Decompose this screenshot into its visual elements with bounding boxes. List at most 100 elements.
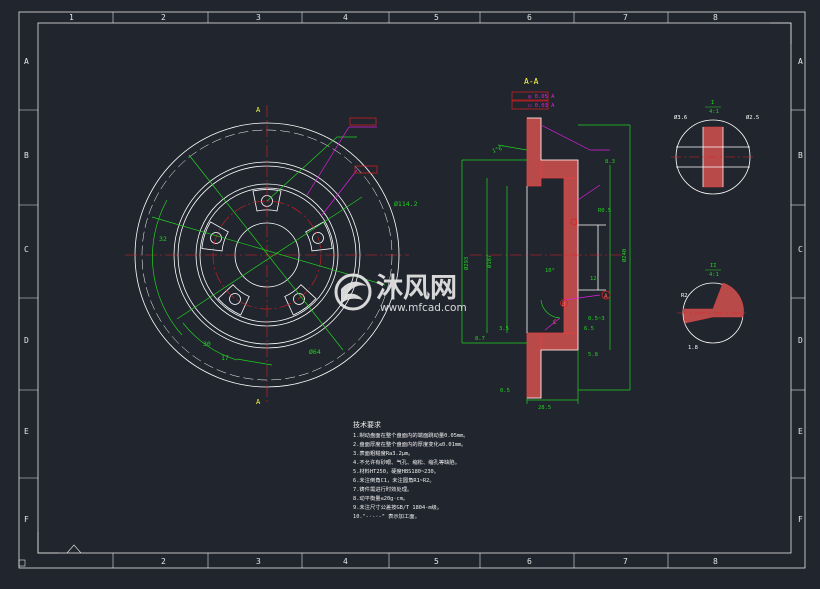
section-ref-letters: A B C — [553, 293, 608, 326]
note-line: 3.表面粗糙度Ra3.2μm。 — [353, 449, 413, 457]
detail-2-label: II — [710, 263, 717, 269]
note-line: 6.未注倒角C1，未注圆角R1~R2。 — [353, 476, 435, 484]
dim-a: 32 — [159, 235, 167, 243]
detail-2-scale: 4:1 — [709, 272, 719, 278]
grid-col-top: 1 — [69, 13, 74, 22]
dim-bottom-width: 28.5 — [538, 405, 551, 411]
dim-r05: R0.5 — [598, 208, 611, 214]
grid-row-left: F — [24, 515, 29, 524]
note-line: 9.未注尺寸公差按GB/T 1804-m级。 — [353, 503, 442, 511]
dim-10deg: 10° — [545, 268, 555, 274]
grid-row-left: E — [24, 427, 29, 436]
note-line: 8.动平衡量≤20g·cm。 — [353, 494, 408, 502]
dim-87: 8.7 — [475, 336, 485, 342]
note-line: 2.盘面厚度在整个盘面内的厚度变化≤0.01mm。 — [353, 440, 466, 448]
grid-row-right: E — [798, 427, 803, 436]
grid-col-top: 8 — [713, 13, 718, 22]
watermark-logo-icon — [334, 273, 372, 311]
grid-col-bottom: 7 — [623, 557, 628, 566]
detail-1-right-dim: Ø2.5 — [746, 114, 759, 121]
dim-35: 3.5 — [499, 326, 509, 332]
grid-col-top: 4 — [343, 13, 348, 22]
section-mark-top: A — [256, 106, 261, 114]
note-line: 1.制动盘面在整个盘面内的端面跳动量0.05mm。 — [353, 431, 469, 439]
front-dim-texts: Ø114.2 32 30 17 Ø64 — [159, 200, 418, 362]
note-line: 4.不允许有砂眼、气孔、缩松、缩孔等缺陷。 — [353, 458, 460, 466]
grid-row-right: F — [798, 515, 803, 524]
runout-2: ▭ 0.03 A — [528, 103, 555, 109]
ref-c: C — [553, 319, 557, 326]
grid-row-left: A — [24, 57, 29, 66]
ref-a: A — [604, 293, 608, 300]
vent-slots — [201, 189, 333, 316]
detail-2-texts: II 4:1 R2 1.8 — [681, 263, 721, 351]
section-leaders — [540, 124, 610, 331]
grid-row-right: C — [798, 245, 803, 254]
detail-1-scale: 4:1 — [709, 109, 719, 115]
grid-row-right: B — [798, 151, 803, 160]
section-texts-dims: 1°6' Ø293 Ø187 Ø240 8.3 R0.5 10° 12 3.5 … — [463, 145, 628, 411]
front-view: A A Ø114.2 32 30 17 Ø64 — [125, 105, 418, 406]
section-mark-bottom: A — [256, 398, 261, 406]
dim-d240: Ø240 — [621, 249, 628, 262]
grid-col-top: 6 — [527, 13, 532, 22]
dim-05-3: 0.5~3 — [588, 316, 605, 322]
grid-col-top: 5 — [434, 13, 439, 22]
section-texts-callout: ◎ 0.05 A ▭ 0.03 A — [528, 94, 555, 109]
note-line: 7.铸件需进行时效处理。 — [353, 485, 412, 493]
dim-d293: Ø293 — [463, 257, 470, 270]
grid-col-top: 7 — [623, 13, 628, 22]
note-line: 10."-·-·-" 表示加工面。 — [353, 512, 420, 520]
front-callout-boxes — [349, 117, 378, 174]
dim-65: 6.5 — [584, 326, 594, 332]
grid-row-left: B — [24, 151, 29, 160]
front-callout-lines — [306, 126, 377, 216]
section-dim-lines — [461, 124, 631, 404]
section-title: A-A — [524, 77, 539, 86]
dim-angle: 1°6' — [492, 145, 507, 155]
detail-2-hatch — [682, 282, 744, 324]
grid-row-left: C — [24, 245, 29, 254]
front-dim-lines — [151, 136, 386, 366]
sheet-frame — [18, 11, 806, 569]
watermark-url: www.mfcad.com — [380, 302, 467, 314]
dim-chamfer: 0.5 — [500, 388, 510, 394]
grid-col-bottom: 8 — [713, 557, 718, 566]
runout-1: ◎ 0.05 A — [528, 94, 555, 100]
detail-2-bottom-dim: 1.8 — [688, 345, 698, 351]
runout-frames — [511, 91, 549, 110]
grid-col-bottom: 3 — [256, 557, 261, 566]
dim-d187: Ø187 — [486, 255, 493, 268]
grid-col-top: 2 — [161, 13, 166, 22]
detail-1-left-dim: Ø3.6 — [674, 114, 687, 121]
section-marks-front: A A — [256, 106, 261, 406]
detail-2: II 4:1 R2 1.8 — [677, 263, 749, 351]
dim-12: 12 — [590, 276, 597, 282]
grid-col-bottom: 4 — [343, 557, 348, 566]
grid-row-right: A — [798, 57, 803, 66]
front-centerlines — [125, 105, 409, 405]
ref-b: B — [562, 301, 566, 308]
grid-col-bottom: 5 — [434, 557, 439, 566]
dim-outer-diameter: Ø114.2 — [394, 200, 418, 208]
grid-row-right: D — [798, 336, 803, 345]
dim-d: Ø64 — [309, 348, 321, 356]
notes-title: 技术要求 — [353, 420, 381, 429]
dim-side: 5.8 — [588, 352, 598, 358]
watermark: 沐风网 www.mfcad.com — [334, 273, 467, 314]
grid-col-top: 3 — [256, 13, 261, 22]
detail-1-label: I — [711, 100, 714, 106]
grid-col-bottom: 6 — [527, 557, 532, 566]
section-marker-circles — [560, 218, 611, 307]
detail-2-left-dim: R2 — [681, 293, 688, 299]
grid-labels: 1 2 3 4 5 6 7 8 2 3 4 5 6 7 8 A B C D E … — [24, 13, 803, 566]
watermark-brand: 沐风网 — [376, 273, 457, 304]
dim-b: 30 — [203, 340, 211, 348]
technical-notes: 技术要求 1.制动盘面在整个盘面内的端面跳动量0.05mm。 2.盘面厚度在整个… — [353, 420, 469, 520]
dim-83: 8.3 — [605, 159, 615, 165]
detail-1-texts: I 4:1 Ø3.6 Ø2.5 — [674, 100, 759, 121]
section-view: A-A — [461, 77, 631, 411]
dim-c: 17 — [221, 354, 229, 362]
